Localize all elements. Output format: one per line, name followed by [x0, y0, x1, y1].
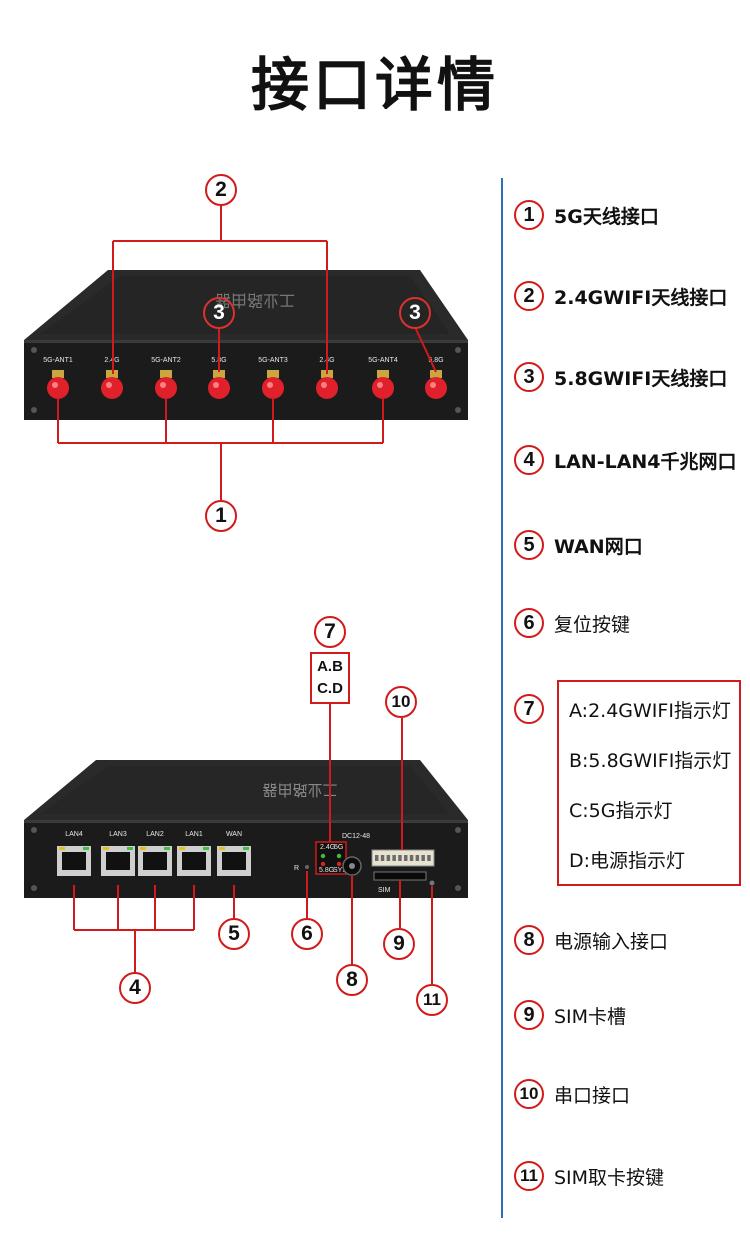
callout-11: 11	[416, 984, 448, 1016]
led-label-58g: 5.8G	[319, 867, 334, 874]
antenna-port	[372, 377, 394, 399]
callout-4: 4	[119, 972, 151, 1004]
callout-2: 2	[205, 174, 237, 206]
antenna-port	[155, 377, 177, 399]
antenna-label: 5.8G	[428, 357, 443, 364]
antenna-port	[47, 377, 69, 399]
callout-10: 10	[385, 686, 417, 718]
legend-label: 2.4GWIFI天线接口	[554, 286, 728, 309]
legend-item-3: 3 5.8GWIFI天线接口	[514, 362, 727, 392]
legend-item-11: 11 SIM取卡按键	[514, 1161, 664, 1191]
legend-item-5: 5 WAN网口	[514, 530, 643, 560]
legend-number-badge: 1	[514, 200, 544, 230]
callout-3b: 3	[399, 297, 431, 329]
callout-3a: 3	[203, 297, 235, 329]
sim-label: SIM	[378, 887, 391, 894]
led-label-5g: 5G	[334, 844, 343, 851]
led-line-a: A:2.4GWIFI指示灯	[569, 700, 731, 722]
antenna-connector	[377, 370, 389, 378]
antenna-connector	[430, 370, 442, 378]
legend-label: 5G天线接口	[554, 205, 659, 228]
led-line-d: D:电源指示灯	[569, 850, 686, 872]
back-device: 工业路由器 LAN4 LAN3 LAN2 LAN1 WAN 2.4G 5G 5.8G S…	[24, 760, 468, 898]
antenna-port	[262, 377, 284, 399]
legend-number-badge: 4	[514, 445, 544, 475]
legend-label: 串口接口	[554, 1084, 631, 1107]
antenna-label: 5G-ANT4	[368, 357, 398, 364]
legend-label: SIM卡槽	[554, 1005, 627, 1028]
power-label: DC12-48	[342, 833, 370, 840]
port-label: LAN1	[185, 831, 203, 838]
callout-9: 9	[383, 928, 415, 960]
legend-number-badge: 10	[514, 1079, 544, 1109]
legend-label: 5.8GWIFI天线接口	[554, 367, 728, 390]
led-abcd-label: A.B C.D	[310, 652, 350, 704]
antenna-port	[316, 377, 338, 399]
callout-5: 5	[218, 918, 250, 950]
port-label: LAN4	[65, 831, 83, 838]
antenna-connector	[52, 370, 64, 378]
led-line-b: B:5.8GWIFI指示灯	[569, 750, 732, 772]
legend-item-8: 8 电源输入接口	[514, 925, 668, 955]
legend-label: SIM取卡按键	[554, 1166, 665, 1189]
legend-number-badge: 2	[514, 281, 544, 311]
reset-label: R	[294, 865, 299, 872]
back-lid-text: 工业路由器	[262, 781, 337, 799]
port-label: LAN2	[146, 831, 164, 838]
legend-label: 复位按键	[554, 613, 631, 636]
legend-number-badge: 3	[514, 362, 544, 392]
legend-item-1: 1 5G天线接口	[514, 200, 659, 230]
page-title: 接口详情	[250, 51, 499, 119]
legend-number-badge: 11	[514, 1161, 544, 1191]
legend-label: LAN-LAN4千兆网口	[554, 450, 737, 473]
antenna-label: 5G-ANT3	[258, 357, 288, 364]
callout-6: 6	[291, 918, 323, 950]
legend-item-4: 4 LAN-LAN4千兆网口	[514, 445, 737, 475]
antenna-port	[425, 377, 447, 399]
legend-number-badge: 9	[514, 1000, 544, 1030]
antenna-label: 5G-ANT2	[151, 357, 181, 364]
port-label: WAN	[226, 831, 242, 838]
legend-item-10: 10 串口接口	[514, 1079, 630, 1109]
antenna-label: 5G-ANT1	[43, 357, 73, 364]
legend-item-6: 6 复位按键	[514, 608, 630, 638]
legend-item-7: 7	[514, 694, 544, 724]
antenna-port	[101, 377, 123, 399]
led-label-24g: 2.4G	[320, 844, 335, 851]
port-label: LAN3	[109, 831, 127, 838]
legend-item-2: 2 2.4GWIFI天线接口	[514, 281, 727, 311]
antenna-port	[208, 377, 230, 399]
led-line-c: C:5G指示灯	[569, 800, 673, 822]
antenna-connector	[160, 370, 172, 378]
front-lid-text: 工业路由器	[215, 291, 295, 310]
antenna-connector	[213, 370, 225, 378]
vertical-divider	[501, 178, 503, 1218]
led-label-sys: SYS	[333, 867, 347, 874]
callout-8: 8	[336, 964, 368, 996]
legend-label: WAN网口	[554, 535, 643, 558]
legend-number-badge: 7	[514, 694, 544, 724]
callout-7: 7	[314, 616, 346, 648]
legend-number-badge: 5	[514, 530, 544, 560]
callout-1: 1	[205, 500, 237, 532]
legend-number-badge: 8	[514, 925, 544, 955]
led-indicator-box: A:2.4GWIFI指示灯 B:5.8GWIFI指示灯 C:5G指示灯 D:电源…	[557, 680, 741, 886]
legend-item-9: 9 SIM卡槽	[514, 1000, 626, 1030]
legend-label: 电源输入接口	[554, 930, 669, 953]
legend-number-badge: 6	[514, 608, 544, 638]
antenna-connector	[267, 370, 279, 378]
